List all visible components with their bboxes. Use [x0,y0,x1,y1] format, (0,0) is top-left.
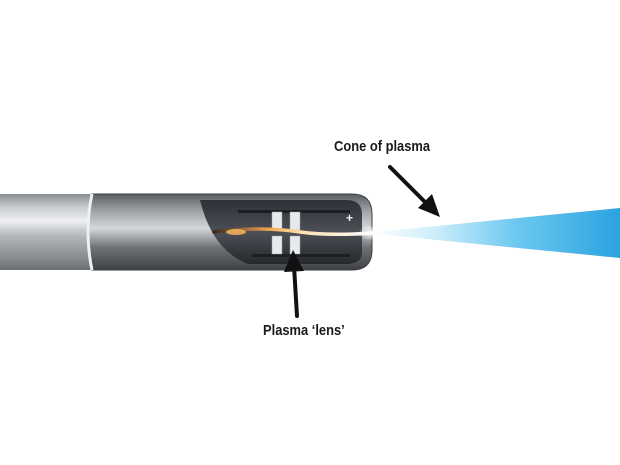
probe-tip-cutaway [200,200,362,264]
cone-pointer-arrow [388,165,440,217]
plasma-lens-label: Plasma ‘lens’ [263,322,345,339]
plasma-exit-glow [358,225,390,241]
lower-channel-wall [252,254,350,257]
electrode-polarity-mark: + [346,211,353,225]
cone-of-plasma-label: Cone of plasma [334,138,431,155]
plasma-lens-glow [226,229,246,235]
plasma-cone [366,208,620,258]
upper-channel-wall [238,210,350,213]
lens-pointer-arrow [284,250,304,318]
probe-collar [86,193,94,271]
